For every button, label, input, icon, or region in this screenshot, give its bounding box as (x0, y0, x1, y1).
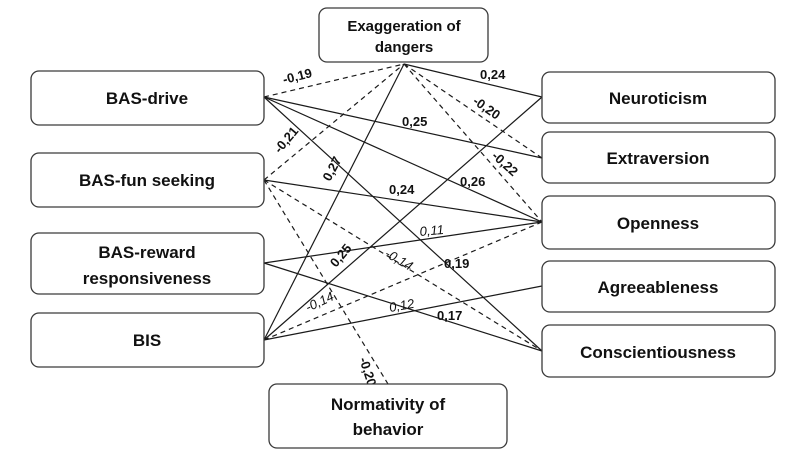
edge-bas_reward-to-conscientiousness (263, 262, 543, 352)
node-box (30, 70, 265, 126)
edge-bas_drive-to-conscientiousness (263, 96, 543, 352)
node-box (30, 232, 265, 295)
coefficient-label: -0,14 (383, 246, 416, 274)
node-label-line-1: Neuroticism (609, 89, 707, 108)
edge-exaggeration-to-extraversion (403, 63, 543, 159)
node-bis: BIS (30, 312, 265, 368)
edge-bas_drive-to-openness (263, 96, 543, 223)
edge-bas_drive-to-extraversion (263, 96, 543, 159)
coefficient-label: 0,17 (437, 308, 462, 323)
node-label-line-1: Conscientiousness (580, 343, 736, 362)
node-label-line-1: Normativity of (331, 395, 446, 414)
node-neuroticism: Neuroticism (541, 71, 776, 124)
node-agreeableness: Agreeableness (541, 260, 776, 313)
node-label-line-1: Extraversion (607, 149, 710, 168)
node-box (541, 324, 776, 378)
edge-bas_reward-to-openness (263, 221, 543, 264)
node-conscientiousness: Conscientiousness (541, 324, 776, 378)
coefficient-label: 0,26 (460, 174, 485, 189)
coefficient-label: 0,11 (419, 222, 445, 239)
node-bas-drive: BAS-drive (30, 70, 265, 126)
coefficient-label: -0,14 (303, 289, 336, 315)
node-label-line-2: dangers (375, 39, 433, 56)
coefficient-label: -0,21 (271, 124, 302, 156)
edge-bas_drive-to-exaggeration (263, 63, 405, 98)
node-label-line-1: Exaggeration of (347, 18, 461, 35)
node-box (30, 312, 265, 368)
coefficient-label: 0,12 (388, 296, 416, 315)
node-box (541, 260, 776, 313)
node-label-line-1: BAS-fun seeking (79, 171, 215, 190)
coefficient-label: 0,19 (444, 256, 469, 271)
coefficient-label: 0,24 (389, 182, 415, 197)
edge-bas_fun-to-conscientiousness (263, 179, 543, 352)
node-exaggeration-of-dangers: Exaggeration of dangers (318, 7, 489, 63)
node-extraversion: Extraversion (541, 131, 776, 184)
node-openness: Openness (541, 195, 776, 250)
coefficient-label: 0,27 (319, 154, 344, 183)
edge-exaggeration-to-neuroticism (403, 63, 543, 98)
node-bas-reward-responsiveness: BAS-reward responsiveness (30, 232, 265, 295)
node-box (268, 383, 508, 449)
edge-bis-to-openness (263, 221, 543, 341)
coefficient-label: 0,25 (327, 241, 355, 270)
node-label-line-2: responsiveness (83, 269, 212, 288)
coefficient-label: -0,20 (356, 355, 379, 388)
edges-layer: -0,19 0,25 0,26 0,19 -0,21 0,24 -0,14 -0,20 0,11… (263, 63, 543, 388)
coefficient-label: -0,20 (470, 93, 503, 122)
node-label-line-1: BAS-reward (98, 243, 195, 262)
node-box (318, 7, 489, 63)
node-box (541, 131, 776, 184)
node-label-line-1: BIS (133, 331, 161, 350)
node-label-line-2: behavior (353, 420, 424, 439)
coefficient-label: 0,25 (402, 114, 427, 129)
edge-bis-to-agreeableness (263, 285, 543, 341)
nodes-layer: Exaggeration of dangers Normativity of b… (30, 7, 776, 449)
node-normativity-of-behavior: Normativity of behavior (268, 383, 508, 449)
node-box (541, 71, 776, 124)
coefficient-label: 0,24 (480, 67, 506, 82)
node-box (30, 152, 265, 208)
node-box (541, 195, 776, 250)
edge-bas_fun-to-exaggeration (263, 63, 405, 181)
node-label-line-1: BAS-drive (106, 89, 188, 108)
node-bas-fun-seeking: BAS-fun seeking (30, 152, 265, 208)
coefficient-label: -0,19 (281, 65, 313, 87)
edge-exaggeration-to-openness (403, 63, 543, 223)
node-label-line-1: Openness (617, 214, 699, 233)
node-label-line-1: Agreeableness (598, 278, 719, 297)
edge-bas_fun-to-openness (263, 179, 543, 223)
edge-bis-to-neuroticism (263, 96, 543, 341)
edge-bis-to-exaggeration (263, 63, 405, 341)
